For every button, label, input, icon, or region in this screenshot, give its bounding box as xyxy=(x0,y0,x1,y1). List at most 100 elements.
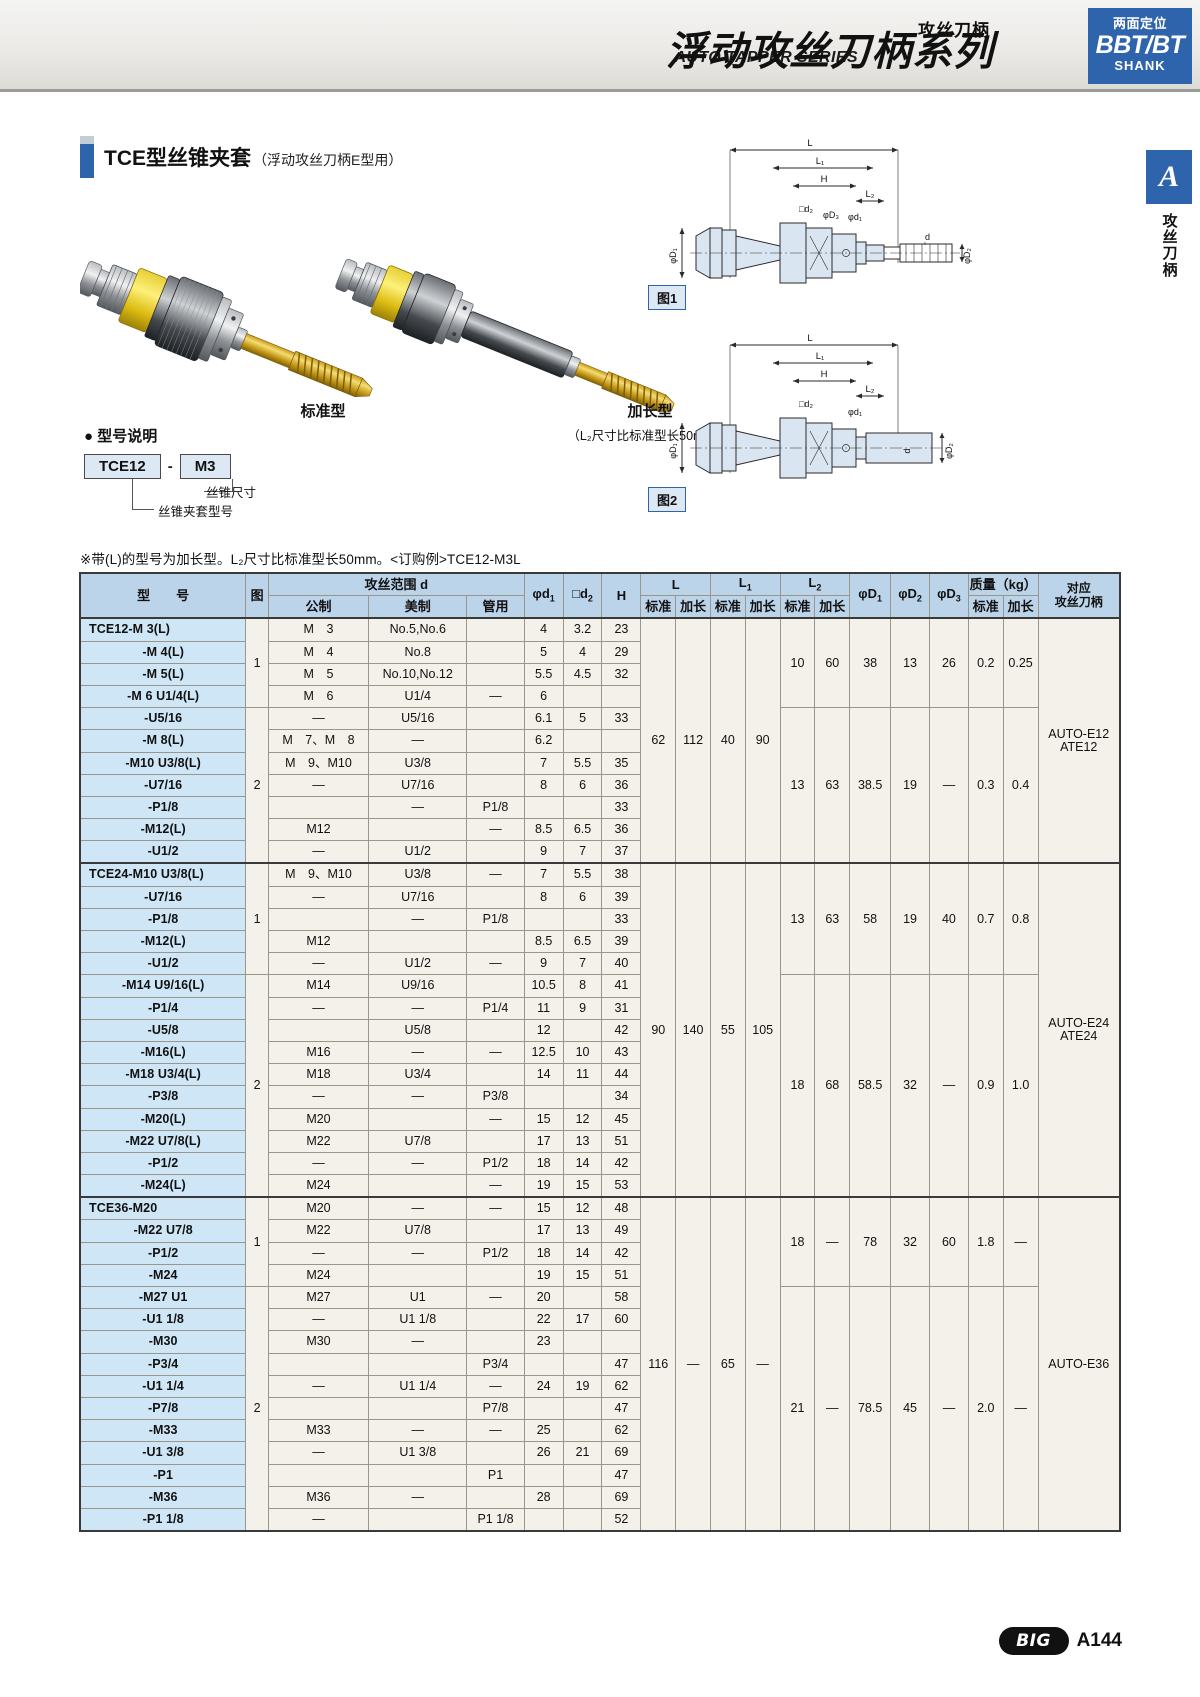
cell-metric: — xyxy=(267,840,370,864)
cell-d2: 4.5 xyxy=(562,662,603,686)
cell-d2: 5.5 xyxy=(562,862,603,887)
cell-model: -P1/8 xyxy=(79,907,247,932)
cell-pipe: — xyxy=(466,952,525,976)
cell-mass-std: 0.7 xyxy=(967,862,1004,976)
cell-model: -M12(L) xyxy=(79,929,247,954)
cell-metric: M 4 xyxy=(267,640,370,664)
th-L-long: 加长 xyxy=(675,595,711,619)
svg-text:φd₁: φd₁ xyxy=(848,407,862,417)
cell-model: -U1/2 xyxy=(79,952,247,976)
cell-d2: 7 xyxy=(562,840,603,864)
cell-pipe xyxy=(466,1263,525,1288)
cell-mass-long: 1.0 xyxy=(1002,974,1039,1198)
cell-d1: 8.5 xyxy=(523,929,564,954)
cell-d1: 12.5 xyxy=(523,1040,564,1065)
cell-metric: — xyxy=(267,1085,370,1109)
cell-model: -P1/4 xyxy=(79,996,247,1020)
cell-H: 60 xyxy=(601,1308,642,1332)
cell-L-long: 112 xyxy=(675,617,711,864)
section-tab-label: 攻 丝 刀 柄 xyxy=(1156,213,1184,279)
cell-D2: 19 xyxy=(890,707,930,864)
cell-pipe xyxy=(466,840,525,864)
cell-d2: 7 xyxy=(562,952,603,976)
cell-figure: 1 xyxy=(245,617,269,709)
cell-d2: 19 xyxy=(562,1374,603,1398)
cell-D3: 26 xyxy=(929,617,969,709)
cell-holder: AUTO-E36 xyxy=(1037,1196,1121,1532)
cell-d2 xyxy=(562,795,603,820)
cell-pipe xyxy=(466,662,525,686)
cell-d1: 15 xyxy=(523,1107,564,1131)
cell-d2 xyxy=(562,1352,603,1376)
cell-inch: U1 1/4 xyxy=(368,1374,468,1398)
cell-d1: 8.5 xyxy=(523,818,564,842)
cell-model: TCE24-M10 U3/8(L) xyxy=(79,862,247,887)
cell-pipe: — xyxy=(466,1040,525,1065)
tab-char-1: 攻 xyxy=(1162,213,1178,230)
cell-pipe xyxy=(466,640,525,664)
svg-text:□d₂: □d₂ xyxy=(799,204,813,214)
cell-d2: 14 xyxy=(562,1151,603,1176)
section-accent-bar xyxy=(80,136,94,178)
cell-model: -U1/2 xyxy=(79,840,247,864)
cell-model: -M 6 U1/4(L) xyxy=(79,684,247,709)
cell-inch: — xyxy=(368,1419,468,1443)
cell-H: 39 xyxy=(601,929,642,954)
cell-d2 xyxy=(562,1485,603,1509)
cell-L-std: 90 xyxy=(640,862,677,1198)
cell-mass-std: 0.3 xyxy=(967,707,1004,864)
cell-model: -M24 xyxy=(79,1263,247,1288)
cell-metric: M33 xyxy=(267,1419,370,1443)
cell-H: 48 xyxy=(601,1196,642,1221)
cell-L1-std: 55 xyxy=(709,862,746,1198)
cell-d1 xyxy=(523,907,564,932)
th-L-std: 标准 xyxy=(640,595,677,619)
cell-d2: 13 xyxy=(562,1219,603,1243)
cell-H: 42 xyxy=(601,1151,642,1176)
cell-inch: U1/2 xyxy=(368,952,468,976)
cell-d1: 5.5 xyxy=(523,662,564,686)
cell-figure: 1 xyxy=(245,1196,269,1288)
cell-d1: 6 xyxy=(523,684,564,709)
cell-L2-std: 13 xyxy=(779,862,816,976)
cell-pipe xyxy=(466,974,525,998)
caption-standard-type: 标准型 xyxy=(300,403,346,420)
cell-inch: U1 3/8 xyxy=(368,1441,468,1465)
th-mass: 质量（kg） xyxy=(967,572,1039,597)
header-series-english: AUTO TAPPER SERIES xyxy=(674,49,858,66)
cell-pipe: — xyxy=(466,1374,525,1398)
cell-H: 47 xyxy=(601,1396,642,1421)
svg-text:L₁: L₁ xyxy=(816,156,825,167)
cell-metric: — xyxy=(267,773,370,797)
cell-figure: 1 xyxy=(245,862,269,976)
cell-metric: M12 xyxy=(267,929,370,954)
cell-pipe: — xyxy=(466,1196,525,1221)
cell-d1 xyxy=(523,1352,564,1376)
svg-text:□d₂: □d₂ xyxy=(799,399,813,409)
shank-type-badge: 两面定位 BBT/BT SHANK xyxy=(1088,8,1192,84)
cell-d2: 13 xyxy=(562,1129,603,1153)
cell-L2-long: 60 xyxy=(814,617,851,709)
cell-model: -U7/16 xyxy=(79,773,247,797)
cell-model: -P1/8 xyxy=(79,795,247,820)
cell-pipe xyxy=(466,729,525,753)
cell-H: 33 xyxy=(601,795,642,820)
cell-pipe: P1/2 xyxy=(466,1241,525,1265)
th-L: L xyxy=(640,572,711,597)
cell-pipe: P1/8 xyxy=(466,795,525,820)
cell-model: -P1 1/8 xyxy=(79,1507,247,1532)
cell-d2 xyxy=(562,1285,603,1310)
cell-d2 xyxy=(562,684,603,709)
page-number: A144 xyxy=(1076,1630,1122,1651)
th-holder: 对应攻丝刀柄 xyxy=(1037,572,1121,619)
cell-inch: U3/8 xyxy=(368,751,468,775)
cell-model: -U7/16 xyxy=(79,885,247,909)
cell-model: -M16(L) xyxy=(79,1040,247,1065)
cell-H: 53 xyxy=(601,1174,642,1198)
cell-metric: M30 xyxy=(267,1330,370,1354)
